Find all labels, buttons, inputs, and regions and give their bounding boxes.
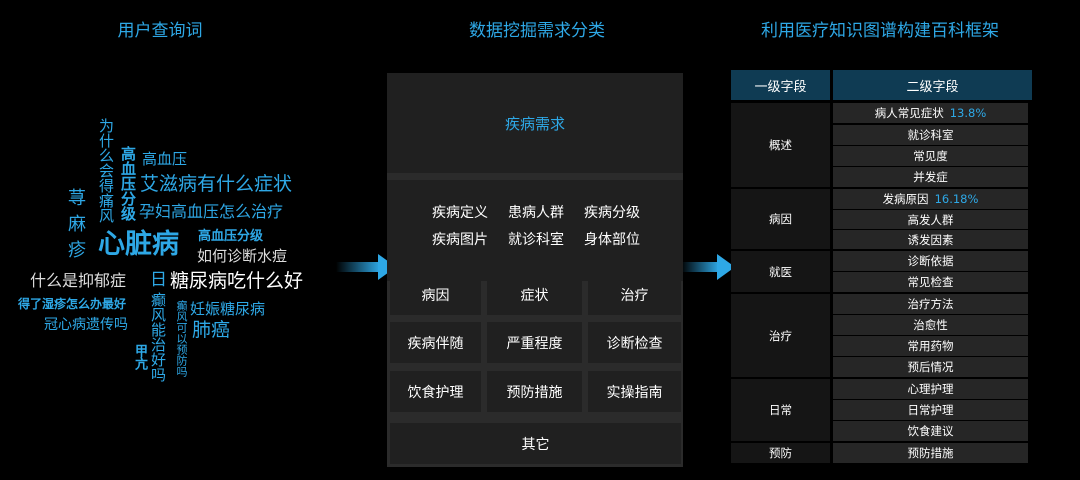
cloud-word: 为什么会得痛风 bbox=[97, 118, 115, 223]
level2-cell: 日常护理 bbox=[833, 400, 1028, 420]
level2-cell: 病人常见症状 13.8% bbox=[833, 103, 1028, 123]
level2-cell: 常见度 bbox=[833, 146, 1028, 166]
level1-cell: 概述 bbox=[731, 103, 830, 187]
cloud-word: 什么是抑郁症 bbox=[30, 271, 127, 290]
level2-label: 发病原因 bbox=[882, 192, 929, 206]
level2-label: 病人常见症状 bbox=[874, 106, 944, 120]
cloud-word: 癫风能治好吗 bbox=[149, 292, 167, 382]
arrow-right-icon bbox=[681, 254, 735, 280]
sub-item: 患病人群 bbox=[508, 205, 564, 221]
cloud-word: 高血压 bbox=[142, 150, 188, 168]
cloud-word: 心脏病 bbox=[98, 229, 179, 260]
cloud-word: 糖尿病吃什么好 bbox=[170, 270, 304, 292]
category-box: 疾病伴随 bbox=[390, 322, 481, 363]
disease-sub-box bbox=[387, 180, 683, 281]
category-box: 症状 bbox=[487, 274, 582, 315]
disease-demand-box: 疾病需求 bbox=[387, 73, 683, 173]
cloud-word: 疹 bbox=[68, 240, 86, 261]
level2-cell: 预后情况 bbox=[833, 357, 1028, 377]
level1-cell: 治疗 bbox=[731, 294, 830, 377]
mining-title: 数据挖掘需求分类 bbox=[469, 21, 605, 41]
cloud-word: 日 bbox=[150, 270, 167, 290]
category-box: 预防措施 bbox=[487, 371, 582, 412]
category-box: 实操指南 bbox=[588, 371, 681, 412]
cloud-word: 如何诊断水痘 bbox=[197, 247, 288, 265]
level2-cell: 预防措施 bbox=[833, 443, 1028, 463]
category-box: 严重程度 bbox=[487, 322, 582, 363]
cloud-word: 荨 bbox=[68, 188, 86, 209]
cloud-word: 得了湿疹怎么办最好 bbox=[18, 297, 127, 311]
level2-percent: 13.8% bbox=[949, 106, 987, 120]
sub-item: 疾病图片 bbox=[432, 232, 488, 248]
category-box: 诊断检查 bbox=[588, 322, 681, 363]
cloud-word: 高血压分级 bbox=[119, 146, 137, 221]
cloud-word: 甲亢 bbox=[132, 344, 147, 370]
level2-cell: 治疗方法 bbox=[833, 294, 1028, 314]
level2-cell: 发病原因 16.18% bbox=[833, 189, 1028, 209]
table-header: 一级字段 bbox=[731, 70, 830, 100]
level2-cell: 高发人群 bbox=[833, 210, 1028, 229]
level2-cell: 就诊科室 bbox=[833, 125, 1028, 145]
other-box: 其它 bbox=[390, 423, 681, 464]
mining-panel: 疾病需求 疾病定义 患病人群 疾病分级 疾病图片 就诊科室 身体部位 病因 症状… bbox=[387, 73, 683, 467]
cloud-word: 肺癌 bbox=[192, 319, 231, 341]
level2-cell: 常用药物 bbox=[833, 336, 1028, 356]
table-header: 二级字段 bbox=[833, 70, 1032, 100]
cloud-word: 孕妇高血压怎么治疗 bbox=[139, 202, 284, 221]
sub-item: 疾病分级 bbox=[584, 205, 640, 221]
level1-cell: 病因 bbox=[731, 189, 830, 249]
kg-table: 一级字段 二级字段 概述 病人常见症状 13.8% 就诊科室 常见度 并发症 病… bbox=[731, 70, 1032, 466]
category-box: 治疗 bbox=[588, 274, 681, 315]
level2-cell: 诱发因素 bbox=[833, 230, 1028, 249]
cloud-word: 高血压分级 bbox=[198, 229, 264, 244]
level2-cell: 诊断依据 bbox=[833, 251, 1028, 271]
sub-item: 疾病定义 bbox=[432, 205, 488, 221]
cloud-word: 艾滋病有什么症状 bbox=[140, 173, 293, 195]
cloud-word: 麻 bbox=[68, 214, 86, 235]
level2-cell: 心理护理 bbox=[833, 379, 1028, 399]
level2-cell: 治愈性 bbox=[833, 315, 1028, 335]
sub-item: 身体部位 bbox=[584, 232, 640, 248]
level2-cell: 并发症 bbox=[833, 167, 1028, 187]
level1-cell: 日常 bbox=[731, 379, 830, 441]
level1-cell: 预防 bbox=[731, 443, 830, 463]
category-box: 病因 bbox=[390, 274, 481, 315]
kg-title: 利用医疗知识图谱构建百科框架 bbox=[761, 21, 999, 41]
level1-cell: 就医 bbox=[731, 251, 830, 292]
level2-cell: 常见检查 bbox=[833, 272, 1028, 292]
cloud-word: 妊娠糖尿病 bbox=[190, 300, 266, 318]
cloud-word: 癫风可以预防吗 bbox=[175, 300, 188, 377]
level2-percent: 16.18% bbox=[934, 192, 979, 206]
query-words-title: 用户查询词 bbox=[117, 21, 203, 41]
sub-item: 就诊科室 bbox=[508, 232, 564, 248]
category-box: 饮食护理 bbox=[390, 371, 481, 412]
level2-cell: 饮食建议 bbox=[833, 421, 1028, 441]
cloud-word: 冠心病遗传吗 bbox=[44, 317, 128, 333]
